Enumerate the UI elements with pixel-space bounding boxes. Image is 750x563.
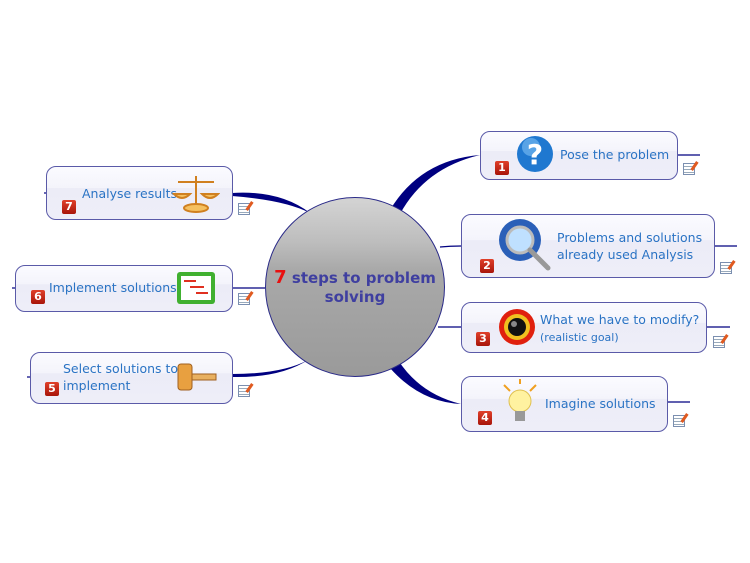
svg-text:?: ? bbox=[527, 138, 543, 171]
target-icon bbox=[499, 309, 535, 345]
topic-select-solutions[interactable] bbox=[30, 352, 233, 404]
note-icon[interactable] bbox=[238, 203, 250, 215]
scales-icon bbox=[172, 176, 220, 213]
note-icon[interactable] bbox=[673, 415, 685, 427]
central-topic[interactable]: 7 steps to problem solving bbox=[265, 197, 445, 377]
priority-badge: 3 bbox=[476, 332, 490, 346]
gavel-icon bbox=[177, 363, 217, 391]
priority-badge: 2 bbox=[480, 259, 494, 273]
lightbulb-icon bbox=[503, 379, 537, 421]
note-icon[interactable] bbox=[713, 336, 725, 348]
topic-label: Analyse results bbox=[82, 186, 178, 201]
topic-pose-the-problem[interactable] bbox=[480, 131, 678, 180]
gantt-chart-icon bbox=[177, 272, 215, 304]
note-icon[interactable] bbox=[720, 262, 732, 274]
magnifier-globe-icon bbox=[499, 219, 551, 271]
priority-badge: 4 bbox=[478, 411, 492, 425]
priority-badge: 6 bbox=[31, 290, 45, 304]
priority-badge: 7 bbox=[62, 200, 76, 214]
topic-label: Pose the problem bbox=[560, 147, 670, 162]
note-icon[interactable] bbox=[683, 163, 695, 175]
question-icon: ? bbox=[517, 136, 553, 172]
priority-badge: 1 bbox=[495, 161, 509, 175]
topic-label: What we have to modify?(realistic goal) bbox=[540, 312, 700, 344]
note-icon[interactable] bbox=[238, 385, 250, 397]
topic-imagine-solutions[interactable] bbox=[461, 376, 668, 432]
central-topic-title: 7 steps to problem solving bbox=[274, 267, 436, 306]
priority-badge: 5 bbox=[45, 382, 59, 396]
topic-label: Imagine solutions bbox=[545, 396, 656, 411]
note-icon[interactable] bbox=[238, 293, 250, 305]
topic-label: Implement solutions bbox=[49, 280, 177, 295]
